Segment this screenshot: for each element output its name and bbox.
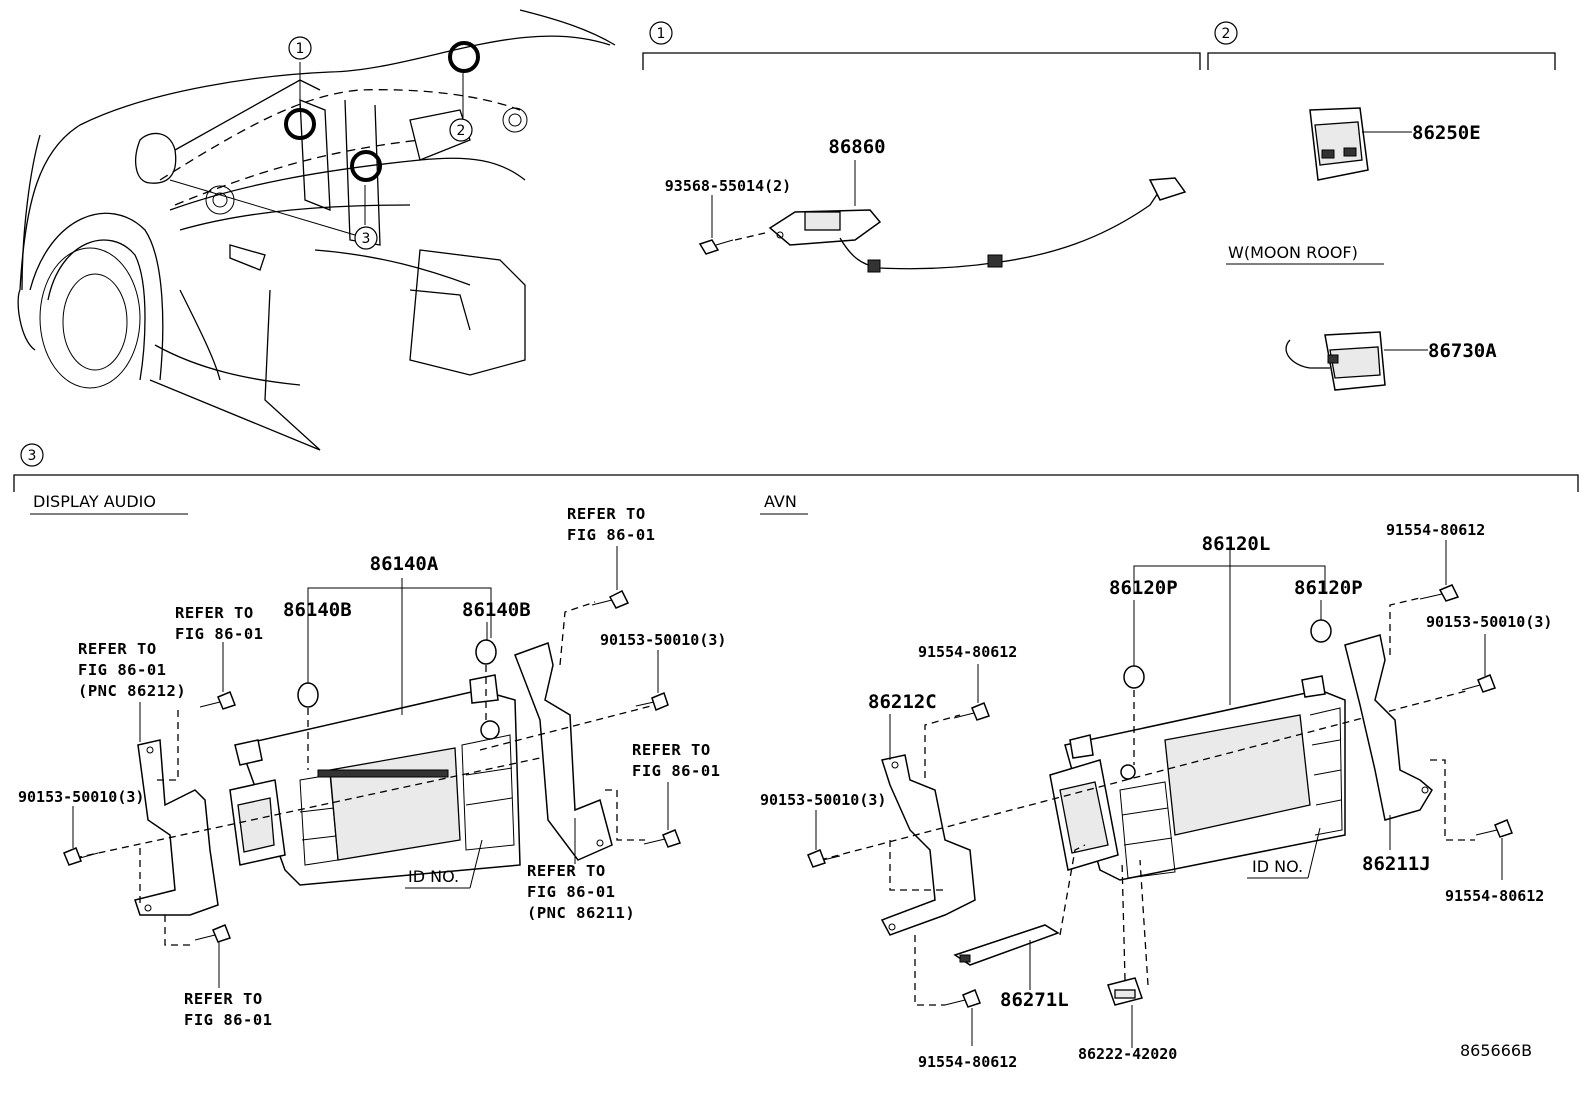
refer-to-bottom-line1: REFER TO <box>184 990 263 1008</box>
overview-callout-3: 3 <box>362 231 371 247</box>
avn-left-bracket-86212C <box>880 754 976 936</box>
screw-da-right-mid <box>643 829 681 848</box>
section-3: 3 DISPLAY AUDIO 86140A <box>13 443 1579 1071</box>
part-number-86250E: 86250E <box>1412 122 1481 144</box>
part-number-90153-avn-left: 90153-50010(3) <box>760 791 886 809</box>
overview-callout-1: 1 <box>296 41 305 57</box>
part-number-91554-avn-right: 91554-80612 <box>1445 887 1544 905</box>
id-no-label-avn: ID NO. <box>1252 857 1303 876</box>
refer-to-bottom-right-line1: REFER TO <box>527 862 606 880</box>
refer-to-right-mid-line2: FIG 86-01 <box>632 762 721 780</box>
antenna-assembly-86860 <box>768 177 1187 273</box>
section-2: 2 86250E W(MOON ROOF) 86730A <box>1207 21 1556 391</box>
part-number-90153-avn-right: 90153-50010(3) <box>1426 613 1552 631</box>
refer-to-top-right-line2: FIG 86-01 <box>567 526 656 544</box>
section-1-bracket <box>642 52 1201 70</box>
part-number-86120L: 86120L <box>1202 533 1271 555</box>
screw-avn-bottom <box>944 989 981 1008</box>
display-audio-right-bracket <box>514 642 613 861</box>
display-audio-left-bracket <box>134 739 219 916</box>
module-86730A <box>1285 331 1386 391</box>
display-audio-head-unit <box>229 674 521 886</box>
knob-86140B-right <box>475 639 497 720</box>
caption-moon-roof: W(MOON ROOF) <box>1228 243 1358 262</box>
screw-avn-top-right <box>1419 584 1460 602</box>
part-number-91554-avn-top-right: 91554-80612 <box>1386 521 1485 539</box>
screw-da-top <box>591 589 630 609</box>
refer-to-right-mid-line1: REFER TO <box>632 741 711 759</box>
bolt-93568 <box>698 232 766 255</box>
refer-to-upper-left-line1: REFER TO <box>175 604 254 622</box>
part-number-86140B-left: 86140B <box>283 599 352 621</box>
id-no-label-da: ID NO. <box>408 867 459 886</box>
refer-to-left-pnc-line3: (PNC 86212) <box>78 682 186 700</box>
screw-avn-mid <box>953 702 990 721</box>
refer-to-left-pnc-line2: FIG 86-01 <box>78 661 167 679</box>
part-number-86120P-right: 86120P <box>1294 577 1363 599</box>
location-marker-2 <box>448 41 480 73</box>
part-number-86271L: 86271L <box>1000 989 1069 1011</box>
part-number-86140B-right: 86140B <box>462 599 531 621</box>
part-number-90153-da-right: 90153-50010(3) <box>600 631 726 649</box>
connector-86222-42020 <box>1107 977 1143 1006</box>
overview-callout-2: 2 <box>457 123 466 139</box>
switch-86250E <box>1309 107 1369 181</box>
refer-to-top-right-line1: REFER TO <box>567 505 646 523</box>
part-number-86860: 86860 <box>828 136 885 158</box>
part-number-93568-55014: 93568-55014(2) <box>665 177 791 195</box>
screw-da-upper-left <box>199 691 236 710</box>
section-2-bracket <box>1207 52 1556 70</box>
section-3-bracket <box>13 474 1579 492</box>
screw-avn-left-90153 <box>807 849 841 868</box>
part-number-91554-avn-bottom: 91554-80612 <box>918 1053 1017 1071</box>
screw-da-left-90153 <box>63 847 99 866</box>
part-number-86212C: 86212C <box>868 691 937 713</box>
refer-to-bottom-line2: FIG 86-01 <box>184 1011 273 1029</box>
part-number-86211J: 86211J <box>1362 853 1431 875</box>
avn-head-unit <box>1049 675 1346 881</box>
screw-da-bottom <box>194 924 231 943</box>
part-number-86730A: 86730A <box>1428 340 1497 362</box>
location-marker-1 <box>284 108 316 140</box>
knob-86120P-right <box>1310 619 1332 643</box>
screw-avn-right-90153 <box>1461 674 1496 693</box>
location-marker-3 <box>350 150 382 182</box>
part-number-86120P-left: 86120P <box>1109 577 1178 599</box>
refer-to-left-pnc-line1: REFER TO <box>78 640 157 658</box>
refer-to-bottom-right-line3: (PNC 86211) <box>527 904 635 922</box>
section-3-marker: 3 <box>28 448 37 464</box>
part-86271L <box>953 924 1060 966</box>
dashboard-overview-illustration: 1 2 3 <box>17 9 616 451</box>
screw-da-right-90153 <box>635 691 669 712</box>
figure-id: 865666B <box>1460 1041 1532 1060</box>
refer-to-upper-left-line2: FIG 86-01 <box>175 625 264 643</box>
section-1: 1 86860 93568-55014(2) <box>642 21 1201 273</box>
avn-right-bracket-86211J <box>1344 634 1433 821</box>
section-2-marker: 2 <box>1222 26 1231 42</box>
section-1-marker: 1 <box>657 26 666 42</box>
part-number-86140A: 86140A <box>370 553 439 575</box>
knob-86120P-left <box>1123 665 1145 765</box>
refer-to-bottom-right-line2: FIG 86-01 <box>527 883 616 901</box>
screw-avn-right-lower <box>1475 819 1513 838</box>
caption-avn: AVN <box>764 492 797 511</box>
part-number-90153-da-left: 90153-50010(3) <box>18 788 144 806</box>
part-number-91554-avn-mid: 91554-80612 <box>918 643 1017 661</box>
caption-display-audio: DISPLAY AUDIO <box>33 492 156 511</box>
part-number-86222-42020: 86222-42020 <box>1078 1045 1177 1063</box>
